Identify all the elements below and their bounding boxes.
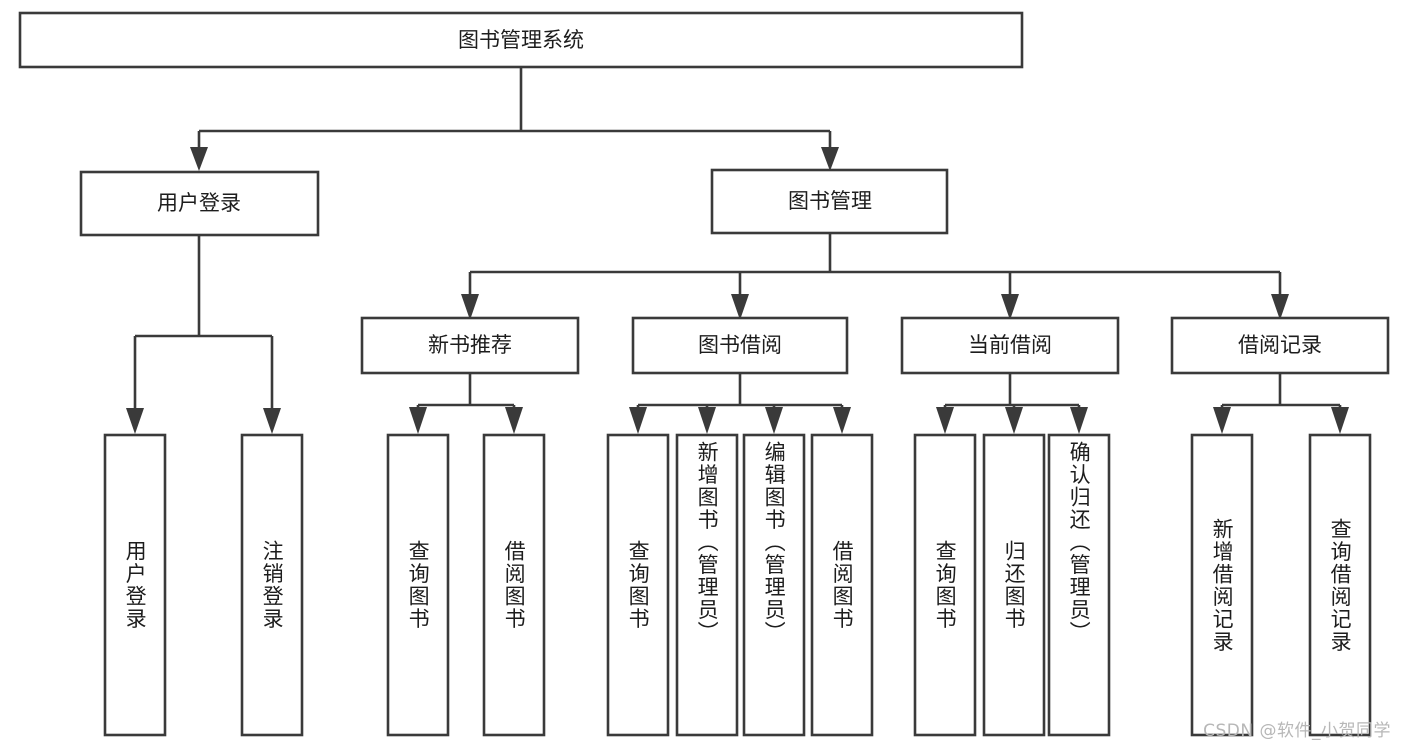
leaf-box-newbook-borrow[interactable] [482, 433, 546, 737]
arrow-head-icon [1271, 294, 1289, 320]
arrow-head-icon [936, 407, 954, 434]
arrow-head-icon [821, 147, 839, 171]
leaf-box-bookborrow-borrow[interactable] [810, 433, 874, 737]
connector-userlogin-to-leaves [126, 235, 281, 434]
connector-root-to-level2 [190, 66, 839, 171]
arrow-head-icon [731, 294, 749, 320]
leaf-box-bookborrow-query[interactable] [606, 433, 670, 737]
leaf-box-user-login-logout[interactable] [240, 433, 304, 737]
arrow-head-icon [698, 407, 716, 434]
node-book-borrow-label: 图书借阅 [698, 333, 782, 357]
connector-bookborrow-to-leaves [629, 373, 851, 434]
arrow-head-icon [1005, 407, 1023, 434]
node-root-book-management-system[interactable]: 图书管理系统 [18, 11, 1024, 69]
leaf-box-user-login-login[interactable] [103, 433, 167, 737]
connector-bookmgmt-to-level3 [461, 233, 1289, 320]
node-root-label: 图书管理系统 [458, 28, 584, 52]
arrow-head-icon [833, 407, 851, 434]
connector-newbook-to-leaves [409, 373, 523, 434]
leaf-box-borrowrecord-add[interactable] [1190, 433, 1254, 737]
arrow-head-icon [505, 407, 523, 434]
node-user-login-label: 用户登录 [157, 191, 241, 215]
arrow-head-icon [1001, 294, 1019, 320]
arrow-head-icon [461, 294, 479, 320]
node-book-borrow[interactable]: 图书借阅 [631, 316, 849, 375]
connector-currentborrow-to-leaves [936, 373, 1088, 434]
node-current-borrow[interactable]: 当前借阅 [900, 316, 1120, 375]
node-book-management[interactable]: 图书管理 [710, 168, 949, 235]
arrow-head-icon [629, 407, 647, 434]
node-borrow-record[interactable]: 借阅记录 [1170, 316, 1390, 375]
arrow-head-icon [765, 407, 783, 434]
leaf-box-bookborrow-edit[interactable] [742, 433, 806, 737]
arrow-head-icon [409, 407, 427, 434]
node-user-login[interactable]: 用户登录 [79, 170, 320, 237]
leaf-box-currentborrow-confirm[interactable] [1047, 433, 1111, 737]
arrow-head-icon [1213, 407, 1231, 434]
arrow-head-icon [126, 408, 144, 434]
arrow-head-icon [1331, 407, 1349, 434]
leaf-box-currentborrow-return[interactable] [982, 433, 1046, 737]
connector-borrowrecord-to-leaves [1213, 373, 1349, 434]
arrow-head-icon [1070, 407, 1088, 434]
arrow-head-icon [263, 408, 281, 434]
leaf-box-bookborrow-add[interactable] [675, 433, 739, 737]
node-current-borrow-label: 当前借阅 [968, 333, 1052, 357]
leaf-box-borrowrecord-query[interactable] [1308, 433, 1372, 737]
arrow-head-icon [190, 147, 208, 171]
node-borrow-record-label: 借阅记录 [1238, 333, 1322, 357]
watermark-text: CSDN @软件_小贺同学 [1203, 721, 1391, 741]
leaf-box-newbook-query[interactable] [386, 433, 450, 737]
node-book-management-label: 图书管理 [788, 189, 872, 213]
node-new-book-recommend-label: 新书推荐 [428, 333, 512, 357]
node-new-book-recommend[interactable]: 新书推荐 [360, 316, 580, 375]
leaf-box-currentborrow-query[interactable] [913, 433, 977, 737]
